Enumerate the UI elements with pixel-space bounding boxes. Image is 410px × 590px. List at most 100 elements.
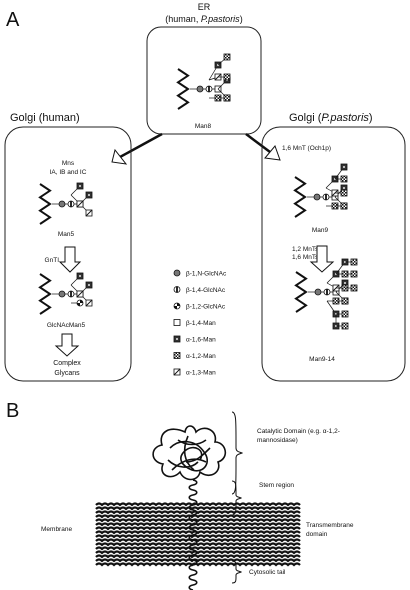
mannose-white-square-icon bbox=[173, 319, 181, 326]
er-to-human-arrow-head bbox=[111, 148, 128, 165]
membrane-lipid-row bbox=[95, 510, 301, 515]
mannose-hatched-square-icon bbox=[350, 258, 358, 266]
glcnacman5-glycan-diagram bbox=[38, 272, 93, 315]
mannose-dark-square-dot-icon bbox=[88, 194, 90, 196]
er-subtitle: (human, P.pastoris) bbox=[165, 14, 242, 24]
glcnac-half-circle-bar-icon bbox=[70, 201, 72, 207]
glcnac-half-circle-bar-icon bbox=[70, 291, 72, 297]
golgi-pastoris-title: Golgi (P.pastoris) bbox=[289, 112, 373, 124]
human-structure-man5: Man5 bbox=[58, 231, 75, 238]
mannose-dark-square-dot-icon bbox=[88, 284, 90, 286]
mannose-dark-square-dot-icon bbox=[79, 185, 81, 187]
golgi-human-box bbox=[4, 126, 132, 382]
mannose-diagonal-line-icon bbox=[76, 200, 84, 208]
er-to-pastoris-arrow-head bbox=[264, 145, 281, 161]
mannose-hatched-square-icon bbox=[223, 53, 231, 61]
membrane-lipid-row bbox=[95, 522, 301, 527]
glcnac-circle-icon bbox=[314, 288, 322, 296]
panel-b-letter: B bbox=[6, 400, 19, 422]
protein-backbone-zigzag bbox=[38, 183, 52, 225]
human-enzyme-gnti: GnTI bbox=[45, 257, 60, 264]
er-to-human-arrow-shaft bbox=[119, 132, 163, 159]
legend-label-4: α-1,6-Man bbox=[186, 337, 216, 344]
mannose-dark-square-dot-icon bbox=[176, 338, 178, 340]
human-structure-glcnacman5: GlcNAcMan5 bbox=[47, 322, 86, 329]
stem-coil bbox=[188, 479, 198, 590]
catalytic-bracket bbox=[231, 411, 244, 495]
mannose-dark-square-dot-icon bbox=[344, 282, 346, 284]
membrane-lipid-row bbox=[95, 534, 301, 539]
protein-backbone-zigzag bbox=[293, 176, 307, 218]
human-enzyme-mns: Mns bbox=[62, 160, 75, 167]
human-product-glycans: Glycans bbox=[54, 370, 80, 377]
mannose-hatched-square-icon bbox=[350, 270, 358, 278]
man9-14-glycan-diagram bbox=[294, 258, 358, 330]
mannose-diagonal-line-icon bbox=[76, 290, 84, 298]
human-enzyme-mns-isoforms: IA, IB and IC bbox=[50, 169, 87, 176]
mannose-hatched-square-icon bbox=[173, 352, 181, 359]
pastoris-structure-man9-14: Man9-14 bbox=[309, 356, 335, 363]
mannose-hatched-square-icon bbox=[223, 73, 231, 81]
glcnac-circle-icon bbox=[313, 193, 321, 201]
mannose-dark-square-dot-icon bbox=[79, 275, 81, 277]
membrane-label: Membrane bbox=[41, 526, 72, 533]
glcnac-half-circle-bar-icon bbox=[208, 86, 210, 92]
mannose-hatched-square-icon bbox=[341, 322, 349, 330]
protein-backbone-zigzag bbox=[176, 68, 190, 110]
membrane-lipid-row bbox=[95, 518, 301, 523]
mannose-hatched-square-icon bbox=[340, 202, 348, 210]
er-to-pastoris-arrow-shaft bbox=[245, 133, 271, 153]
glcnac-half-circle-bar-icon bbox=[326, 289, 328, 295]
mannose-diagonal-line-icon bbox=[85, 209, 93, 217]
cytosolic-tail-label: Cytosolic tail bbox=[249, 569, 286, 576]
legend-label-5: α-1,2-Man bbox=[186, 353, 216, 360]
glcnac-half-circle-bar-icon bbox=[176, 286, 178, 293]
man5-to-glcnacman5-arrow bbox=[58, 246, 82, 273]
membrane-lipid-row bbox=[95, 546, 301, 551]
mannose-dark-square-dot-icon bbox=[343, 187, 345, 189]
membrane-lipid-row bbox=[95, 562, 301, 567]
pastoris-enzyme-och1p: 1,6 MnT (Och1p) bbox=[282, 145, 331, 152]
catalytic-domain-label-line1: Catalytic Domain (e.g. α-1,2- bbox=[257, 428, 340, 435]
transmembrane-label-line2: domain bbox=[306, 531, 328, 538]
man9-glycan-diagram bbox=[293, 163, 348, 218]
glcnac-circle-icon bbox=[58, 290, 66, 298]
membrane-lipid-row bbox=[95, 526, 301, 531]
mannose-diagonal-line-icon bbox=[173, 368, 181, 376]
catalytic-domain-shape bbox=[152, 425, 227, 481]
legend-label-0: β-1,N-GlcNAc bbox=[186, 271, 227, 278]
membrane-lipid-row bbox=[95, 538, 301, 543]
transmembrane-label-line1: Transmembrane bbox=[306, 522, 354, 529]
er-title: ER bbox=[198, 2, 211, 12]
mannose-hatched-square-icon bbox=[340, 189, 348, 197]
glcnacman5-to-complex-arrow bbox=[54, 333, 80, 357]
catalytic-domain-label-line2: mannosidase) bbox=[257, 437, 298, 444]
membrane-lipid-row bbox=[95, 514, 301, 519]
membrane-lipid-row bbox=[95, 506, 301, 511]
glcnac-half-circle-bar-icon bbox=[325, 194, 327, 200]
membrane-bilayer bbox=[95, 502, 301, 567]
panel-a-letter: A bbox=[6, 9, 20, 31]
legend-label-1: β-1,4-GlcNAc bbox=[186, 287, 226, 294]
man5-glycan-diagram bbox=[38, 182, 93, 225]
legend-label-3: β-1,4-Man bbox=[186, 320, 216, 327]
mannose-hatched-square-icon bbox=[341, 297, 349, 305]
legend-label-6: α-1,3-Man bbox=[186, 370, 216, 377]
mannose-hatched-square-icon bbox=[341, 310, 349, 318]
pastoris-structure-man9: Man9 bbox=[312, 227, 329, 234]
membrane-lipid-row bbox=[95, 554, 301, 559]
glcnac-circle-icon bbox=[173, 269, 181, 277]
legend-label-2: β-1,2-GlcNAc bbox=[186, 304, 226, 311]
stem-bracket bbox=[231, 480, 243, 516]
stem-region-label: Stem region bbox=[259, 482, 294, 489]
glycan-legend: β-1,N-GlcNAc β-1,4-GlcNAc β-1,2-GlcNAc β-1,… bbox=[173, 269, 227, 377]
membrane-lipid-row bbox=[95, 530, 301, 535]
glcnac-circle-icon bbox=[196, 85, 204, 93]
membrane-lipid-row bbox=[95, 502, 301, 507]
pastoris-enzyme-12mnts: 1,2 MnTs bbox=[292, 246, 319, 253]
mannose-hatched-square-icon bbox=[223, 94, 231, 102]
er-structure-label: Man8 bbox=[195, 123, 212, 130]
man8-glycan-diagram bbox=[176, 53, 231, 110]
human-product-complex: Complex bbox=[53, 360, 81, 367]
